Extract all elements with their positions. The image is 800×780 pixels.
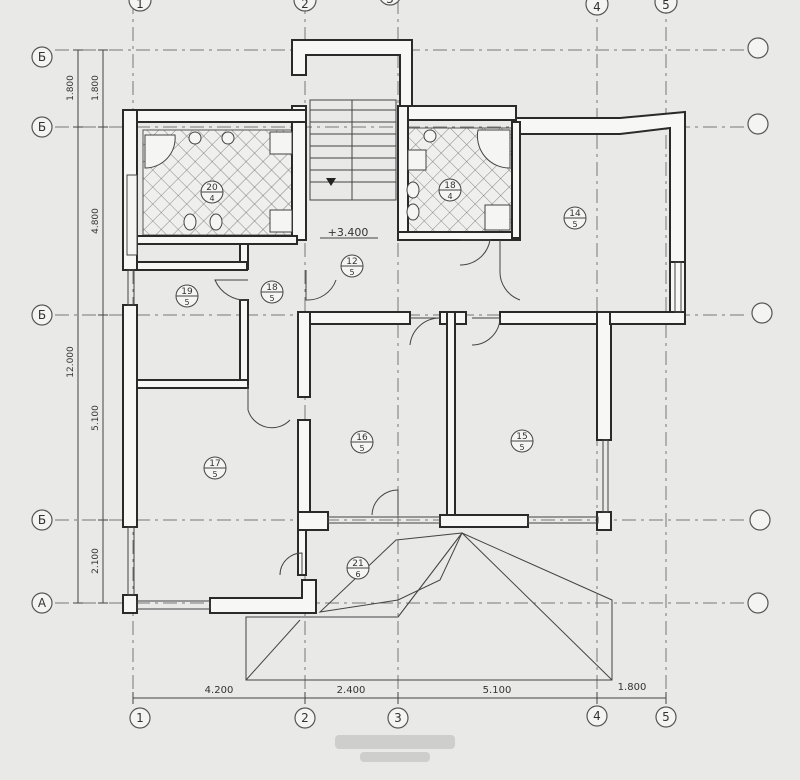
sanitary-fixtures xyxy=(126,129,511,256)
room-14-number: 14 xyxy=(569,209,581,219)
axis-bottom-5: 5 xyxy=(662,710,670,724)
blurred-caption xyxy=(335,735,455,762)
axis-top-3: 3 xyxy=(386,0,394,6)
room-tag-18-hall: 18 5 xyxy=(260,280,284,304)
room-17-number: 17 xyxy=(209,459,220,469)
walls xyxy=(122,39,686,614)
axis-bottom-2: 2 xyxy=(301,711,309,725)
axis-bottom-1: 1 xyxy=(136,711,144,725)
dimension-labels: 4.200 2.400 5.100 1.800 1.800 4.800 5.10… xyxy=(66,75,646,696)
room-15-number: 15 xyxy=(516,432,527,442)
axis-bottom-4: 4 xyxy=(593,709,601,723)
axis-left-3: Б xyxy=(38,308,46,322)
room-18-bath-number: 18 xyxy=(444,181,456,191)
axis-top-4: 4 xyxy=(593,0,601,14)
room-15-area: 5 xyxy=(519,443,524,452)
room-19-area: 5 xyxy=(184,298,189,307)
dim-left-inner-1: 1.800 xyxy=(91,75,101,101)
room-12-area: 5 xyxy=(349,268,354,277)
axis-left-1: Б xyxy=(38,50,46,64)
axis-bottom-3: 3 xyxy=(394,711,402,725)
room-20-number: 20 xyxy=(206,183,218,193)
windows xyxy=(127,261,682,610)
room-21-area: 6 xyxy=(355,570,360,579)
room-18-hall-number: 18 xyxy=(266,283,278,293)
room-tag-20: 20 4 xyxy=(200,180,224,204)
room-16-number: 16 xyxy=(356,433,368,443)
room-19-number: 19 xyxy=(181,287,193,297)
room-tag-18-bath: 18 4 xyxy=(438,178,462,202)
room-17-area: 5 xyxy=(212,470,217,479)
staircase xyxy=(309,99,397,201)
dim-left-inner-2: 4.800 xyxy=(91,208,101,234)
room-tag-12: 12 5 xyxy=(340,254,364,278)
room-18-bath-area: 4 xyxy=(447,192,452,201)
room-tag-14: 14 5 xyxy=(563,206,587,230)
entrance-canopy xyxy=(245,532,613,681)
level-mark-label: +3.400 xyxy=(328,226,369,239)
dimension-lines xyxy=(73,49,667,704)
dim-bottom-1: 4.200 xyxy=(205,685,234,696)
dim-bottom-4: 1.800 xyxy=(618,682,647,693)
axis-top-2: 2 xyxy=(301,0,309,11)
axis-left-4: Б xyxy=(38,513,46,527)
room-tag-16: 16 5 xyxy=(350,430,374,454)
axis-markers-top: 1 2 3 4 5 xyxy=(128,0,678,16)
room-12-number: 12 xyxy=(346,257,357,267)
room-18-hall-area: 5 xyxy=(269,294,274,303)
room-21-number: 21 xyxy=(352,559,363,569)
doors xyxy=(214,239,521,576)
dim-bottom-3: 5.100 xyxy=(483,685,512,696)
axis-top-5: 5 xyxy=(662,0,670,12)
axis-markers-bottom: 1 2 3 4 5 xyxy=(129,705,677,729)
room-14-area: 5 xyxy=(572,220,577,229)
dim-bottom-2: 2.400 xyxy=(337,685,366,696)
axis-left-2: Б xyxy=(38,120,46,134)
level-mark: +3.400 xyxy=(320,226,378,239)
room-16-area: 5 xyxy=(359,444,364,453)
dim-left-inner-4: 2.100 xyxy=(91,548,101,574)
room-tag-17: 17 5 xyxy=(203,456,227,480)
dim-left-outer-2: 12.000 xyxy=(66,346,76,378)
axis-left-5: А xyxy=(38,596,47,610)
axis-top-1: 1 xyxy=(136,0,144,11)
axis-markers-rows: Б Б Б Б А xyxy=(31,37,773,614)
room-tag-19: 19 5 xyxy=(175,284,199,308)
room-20-area: 4 xyxy=(209,194,214,203)
room-tag-15: 15 5 xyxy=(510,429,534,453)
room-tag-21: 21 6 xyxy=(346,556,370,580)
dim-left-outer-1: 1.800 xyxy=(66,75,76,101)
dim-left-inner-3: 5.100 xyxy=(91,405,101,431)
